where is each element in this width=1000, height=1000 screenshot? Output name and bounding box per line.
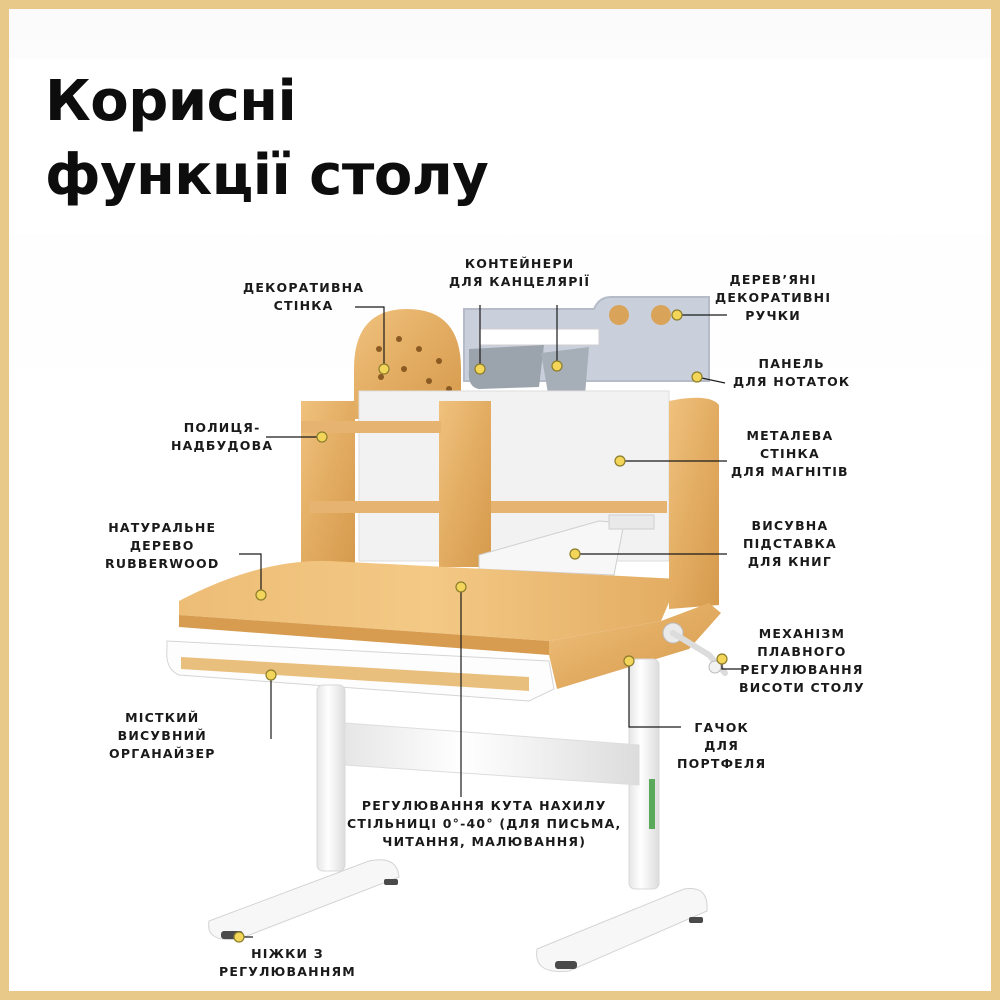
label-wooden-knobs-l3: РУЧКИ [745,308,801,323]
marker-feet [233,931,245,943]
marker-containers-a [474,363,486,375]
marker-tilt [455,581,467,593]
label-containers-l2: ДЛЯ КАНЦЕЛЯРІЇ [449,274,591,289]
label-feet-l1: НІЖКИ З [251,946,324,961]
label-organizer-l1: МІСТКИЙ [125,710,200,725]
marker-notes [691,371,703,383]
title-band [9,59,991,235]
marker-organizer [265,669,277,681]
label-book-stand: ВИСУВНА ПІДСТАВКА ДЛЯ КНИГ [743,517,837,571]
marker-knobs [671,309,683,321]
desk-illustration [166,296,742,973]
marker-decorative-wall [378,363,390,375]
label-book-stand-l3: ДЛЯ КНИГ [747,554,833,569]
label-decorative-wall: ДЕКОРАТИВНА СТІНКА [243,279,364,315]
label-containers: КОНТЕЙНЕРИ ДЛЯ КАНЦЕЛЯРІЇ [449,255,590,291]
desk-legs [208,658,708,973]
organizer-drawer [166,640,555,702]
label-notes-panel: ПАНЕЛЬ ДЛЯ НОТАТОК [733,355,850,391]
label-height-mechanism-l3: РЕГУЛЮВАННЯ [740,662,864,677]
markers [233,309,728,943]
label-metal-wall-l2: СТІНКА [759,446,820,461]
label-rubberwood-l3: RUBBERWOOD [105,556,220,571]
label-metal-wall-l1: МЕТАЛЕВА [746,428,834,443]
label-containers-l1: КОНТЕЙНЕРИ [464,256,575,271]
label-height-mechanism-l4: ВИСОТИ СТОЛУ [739,680,865,695]
marker-shelf [316,431,328,443]
title-line-1: Корисні [45,69,297,134]
label-wooden-knobs-l1: ДЕРЕВ’ЯНІ [729,272,817,287]
label-height-mechanism-l2: ПЛАВНОГО [757,644,847,659]
label-shelf: ПОЛИЦЯ- НАДБУДОВА [171,419,273,455]
marker-book-stand [569,548,581,560]
label-notes-panel-l1: ПАНЕЛЬ [758,356,825,371]
leader-decorative-wall [355,306,385,369]
label-shelf-l1: ПОЛИЦЯ- [183,420,261,435]
marker-metal-wall [614,455,626,467]
label-metal-wall: МЕТАЛЕВА СТІНКА ДЛЯ МАГНІТІВ [731,427,849,481]
label-organizer: МІСТКИЙ ВИСУВНИЙ ОРГАНАЙЗЕР [109,709,216,763]
height-crank [662,622,728,676]
marker-hook [623,655,635,667]
marker-mechanism [716,653,728,665]
label-book-stand-l1: ВИСУВНА [751,518,829,533]
leader-lines [239,305,742,938]
page-title: Корисні функції столу [45,65,489,213]
label-notes-panel-l2: ДЛЯ НОТАТОК [733,374,851,389]
label-hook-l2: ДЛЯ [704,738,740,753]
label-tilt-l1: РЕГУЛЮВАННЯ КУТА НАХИЛУ [361,798,607,813]
label-decorative-wall-l1: ДЕКОРАТИВНА [243,280,365,295]
leader-hook [628,663,681,728]
label-height-mechanism-l1: МЕХАНІЗМ [758,626,846,641]
label-organizer-l2: ВИСУВНИЙ [117,728,207,743]
label-wooden-knobs-l2: ДЕКОРАТИВНІ [715,290,832,305]
label-wooden-knobs: ДЕРЕВ’ЯНІ ДЕКОРАТИВНІ РУЧКИ [715,271,831,325]
label-metal-wall-l3: ДЛЯ МАГНІТІВ [731,464,849,479]
label-height-mechanism: МЕХАНІЗМ ПЛАВНОГО РЕГУЛЮВАННЯ ВИСОТИ СТО… [739,625,865,697]
label-book-stand-l2: ПІДСТАВКА [743,536,837,551]
label-shelf-l2: НАДБУДОВА [171,438,274,453]
label-feet: НІЖКИ З РЕГУЛЮВАННЯМ [219,945,356,981]
label-feet-l2: РЕГУЛЮВАННЯМ [219,964,356,979]
label-hook-l3: ПОРТФЕЛЯ [677,756,767,771]
metal-wall [358,390,670,562]
label-decorative-wall-l2: СТІНКА [273,298,334,313]
book-stand [478,514,655,576]
label-hook: ГАЧОК ДЛЯ ПОРТФЕЛЯ [677,719,766,773]
label-hook-l1: ГАЧОК [694,720,749,735]
label-rubberwood: НАТУРАЛЬНЕ ДЕРЕВО RUBBERWOOD [105,519,219,573]
label-tilt-l3: ЧИТАННЯ, МАЛЮВАННЯ) [382,834,587,849]
leader-rubberwood [239,553,262,595]
label-tilt: РЕГУЛЮВАННЯ КУТА НАХИЛУ СТІЛЬНИЦІ 0°-40°… [347,797,621,851]
marker-rubberwood [255,589,267,601]
label-organizer-l3: ОРГАНАЙЗЕР [109,746,216,761]
marker-containers-b [551,360,563,372]
label-rubberwood-l1: НАТУРАЛЬНЕ [108,520,217,535]
title-line-2: функції столу [45,143,489,208]
shelf-superstructure [301,397,719,609]
stationery-containers [468,328,600,399]
label-tilt-l2: СТІЛЬНИЦІ 0°-40° (ДЛЯ ПИСЬМА, [347,816,622,831]
label-rubberwood-l2: ДЕРЕВО [129,538,195,553]
wooden-knobs [609,305,671,325]
